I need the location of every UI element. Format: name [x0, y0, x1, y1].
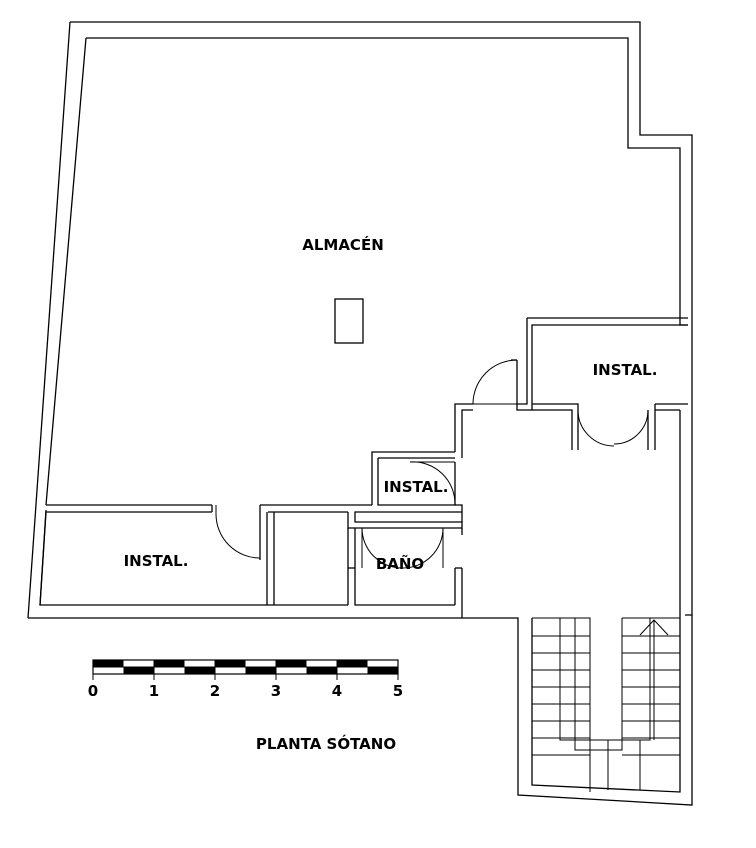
- plan-title: PLANTA SÓTANO: [256, 734, 396, 753]
- room-label-bano: BAÑO: [376, 554, 424, 573]
- scale-bar-block: [245, 667, 276, 674]
- scale-tick-label: 4: [332, 682, 342, 700]
- room-label-almacen: ALMACÉN: [302, 235, 384, 254]
- room-label-instal-center: INSTAL.: [384, 478, 449, 496]
- scale-bar-block: [367, 667, 398, 674]
- staircase: [532, 617, 680, 792]
- scale-bar: 0 1 2 3 4 5: [88, 659, 403, 700]
- scale-tick-label: 3: [271, 682, 281, 700]
- scale-tick-label: 0: [88, 682, 98, 700]
- scale-bar-block: [337, 660, 368, 667]
- corridor-walls: [371, 359, 518, 522]
- scale-bar-block: [154, 660, 185, 667]
- room-label-instal-right: INSTAL.: [593, 361, 658, 379]
- room-label-instal-left: INSTAL.: [124, 552, 189, 570]
- bano-room: [347, 527, 463, 618]
- scale-bar-block: [276, 660, 307, 667]
- scale-bar-block: [215, 660, 246, 667]
- scale-bar-block: [306, 667, 337, 674]
- column: [334, 298, 364, 344]
- scale-tick-label: 5: [393, 682, 403, 700]
- instal-left-room: [39, 505, 348, 606]
- scale-bar-block: [93, 660, 124, 667]
- scale-bar-block: [184, 667, 215, 674]
- outer-wall: [27, 21, 693, 806]
- scale-tick-label: 2: [210, 682, 220, 700]
- lower-divider-wall: [46, 504, 463, 529]
- instal-right-room: [516, 317, 688, 450]
- scale-tick-label: 1: [149, 682, 159, 700]
- scale-bar-block: [123, 667, 154, 674]
